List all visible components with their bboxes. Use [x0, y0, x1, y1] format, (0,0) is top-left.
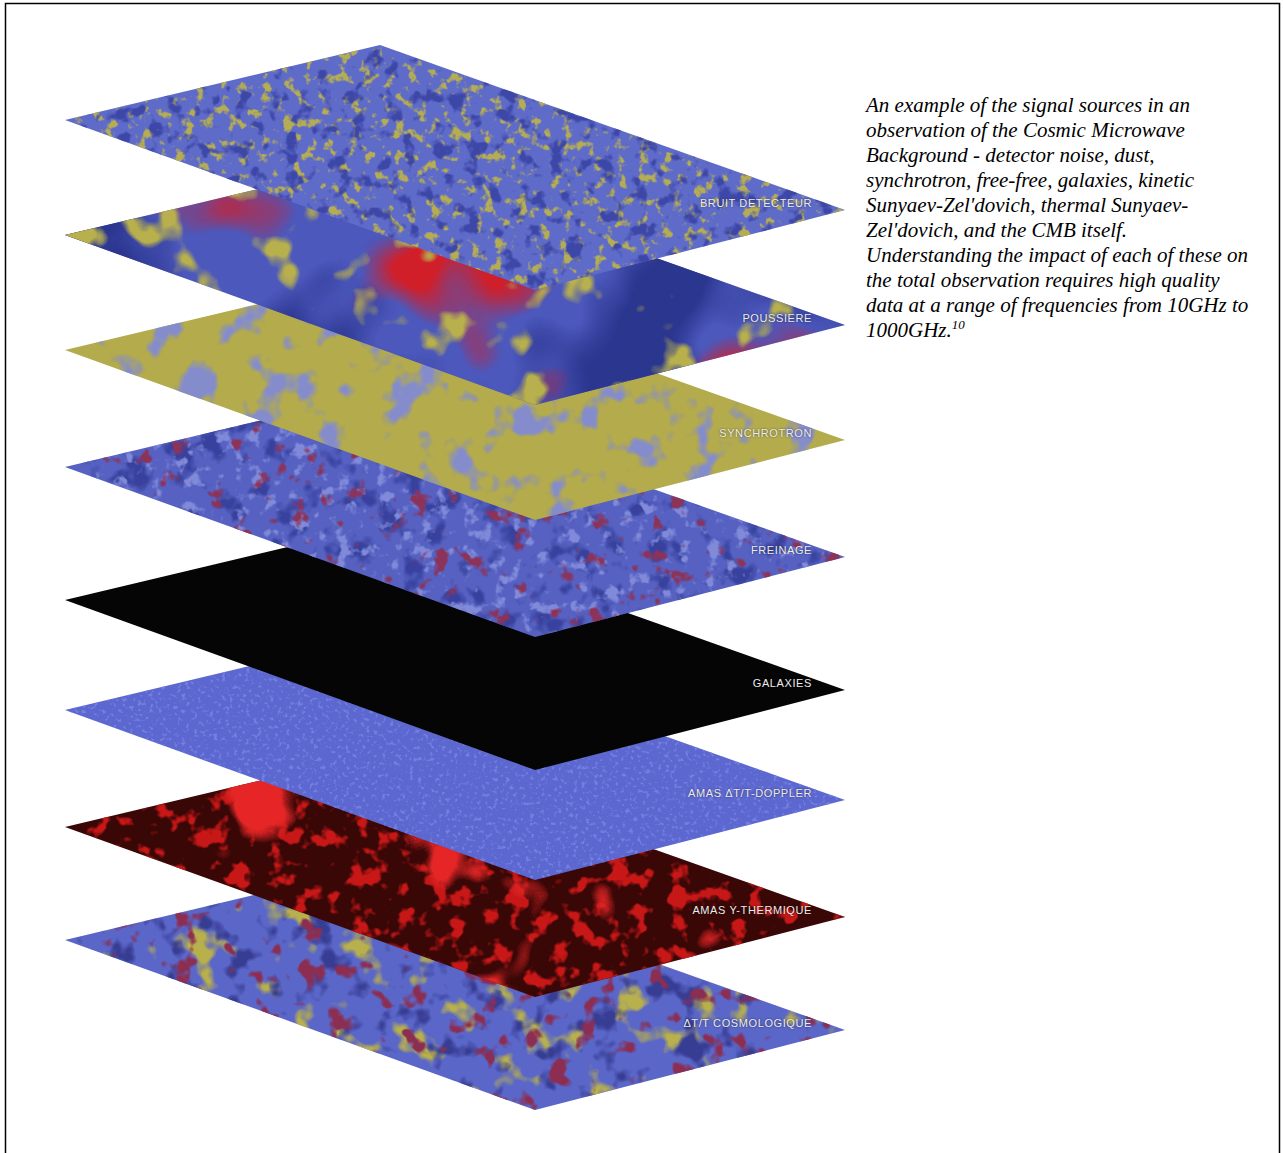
layer-label: POUSSIERE: [742, 312, 812, 324]
map-layer: BRUIT DETECTEUR: [50, 40, 850, 300]
reference-number: 10: [952, 317, 965, 332]
caption-text: An example of the signal sources in an o…: [866, 93, 1248, 342]
layer-label: SYNCHROTRON: [719, 427, 812, 439]
figure-caption: An example of the signal sources in an o…: [866, 93, 1258, 343]
layer-map: [50, 40, 850, 300]
frame-line: [6, 4, 1280, 1153]
layer-label: AMAS ΔT/T-DOPPLER: [688, 787, 812, 799]
layer-plane: [65, 865, 845, 1110]
layer-label: FREINAGE: [751, 544, 812, 556]
layer-label: GALAXIES: [753, 677, 812, 689]
layer-label: AMAS Y-THERMIQUE: [692, 904, 812, 916]
layer-label: ΔT/T COSMOLOGIQUE: [683, 1017, 812, 1029]
layer-label: BRUIT DETECTEUR: [700, 197, 812, 209]
